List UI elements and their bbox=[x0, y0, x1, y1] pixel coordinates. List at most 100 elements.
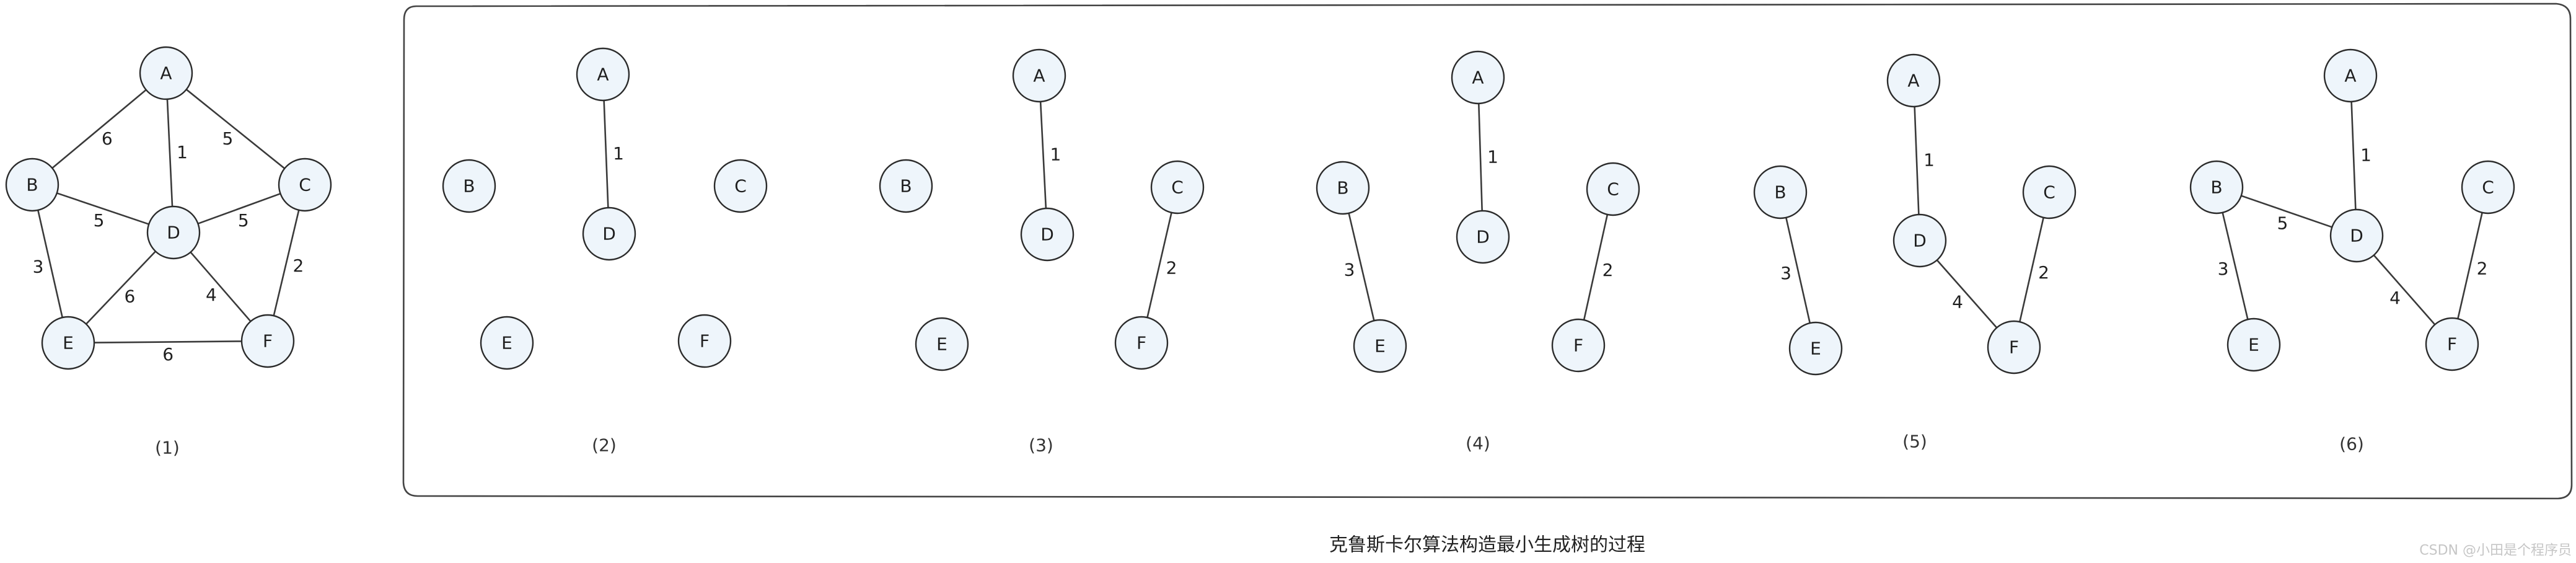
node-circle bbox=[240, 314, 295, 368]
edge-a-d: 1 bbox=[1478, 103, 1498, 211]
edge-weight: 4 bbox=[1952, 292, 1963, 313]
edge-weight: 2 bbox=[2038, 262, 2049, 283]
edge-c-f: 2 bbox=[273, 210, 304, 316]
node-circle bbox=[879, 159, 933, 213]
node-label: F bbox=[1136, 333, 1146, 353]
node-d: D bbox=[2329, 208, 2384, 263]
node-label: F bbox=[700, 331, 710, 352]
node-circle bbox=[1451, 50, 1505, 105]
node-circle bbox=[1353, 319, 1407, 373]
step-label: (5) bbox=[1902, 432, 1927, 452]
edge-weight: 1 bbox=[1487, 146, 1498, 167]
node-c: C bbox=[2461, 160, 2515, 215]
node-c: C bbox=[2022, 165, 2077, 219]
node-circle bbox=[2461, 160, 2515, 215]
edge-weight: 2 bbox=[293, 255, 304, 276]
edge-a-d: 1 bbox=[2350, 101, 2372, 210]
node-f: F bbox=[1114, 316, 1169, 370]
node-circle bbox=[2189, 160, 2244, 215]
node-label: A bbox=[1033, 66, 1045, 86]
edge-weight: 1 bbox=[2360, 145, 2372, 166]
node-label: B bbox=[2210, 177, 2222, 198]
node-label: D bbox=[1476, 227, 1490, 247]
node-label: B bbox=[1337, 178, 1348, 198]
edge-line bbox=[1348, 213, 1375, 321]
node-f: F bbox=[677, 314, 732, 368]
node-circle bbox=[5, 157, 59, 212]
edge-line bbox=[603, 100, 609, 208]
edge-weight: 5 bbox=[2277, 213, 2288, 233]
edge-a-d: 1 bbox=[603, 100, 624, 208]
node-f: F bbox=[1987, 320, 2041, 375]
edge-line bbox=[2350, 101, 2357, 210]
edge-weight: 5 bbox=[94, 210, 105, 231]
edge-c-f: 2 bbox=[2019, 217, 2049, 322]
node-a: A bbox=[1012, 48, 1066, 103]
node-e: E bbox=[480, 316, 534, 370]
node-e: E bbox=[2227, 317, 2281, 372]
edge-a-d: 1 bbox=[1039, 101, 1062, 209]
node-circle bbox=[2227, 317, 2281, 372]
step-label: (3) bbox=[1029, 435, 1053, 456]
node-circle bbox=[442, 159, 496, 213]
edge-line bbox=[166, 99, 174, 207]
node-circle bbox=[41, 316, 95, 370]
edge-weight: 6 bbox=[162, 344, 174, 365]
node-d: D bbox=[1892, 213, 1947, 268]
node-circle bbox=[1886, 53, 1941, 108]
node-d: D bbox=[582, 206, 636, 261]
node-a: A bbox=[139, 46, 193, 100]
edge-line bbox=[37, 210, 63, 318]
node-f: F bbox=[1551, 318, 1606, 373]
node-a: A bbox=[1886, 53, 1941, 108]
node-circle bbox=[1114, 316, 1169, 370]
node-label: C bbox=[734, 176, 747, 197]
node-circle bbox=[1020, 207, 1075, 262]
edge-b-e: 3 bbox=[2218, 212, 2249, 320]
node-a: A bbox=[2323, 48, 2378, 103]
node-circle bbox=[1788, 321, 1843, 376]
node-label: C bbox=[1171, 177, 1184, 198]
edge-line bbox=[1039, 101, 1047, 209]
node-e: E bbox=[915, 317, 969, 371]
edge-line bbox=[2241, 195, 2332, 228]
edge-b-e: 3 bbox=[1780, 217, 1811, 324]
edge-line bbox=[2019, 217, 2044, 322]
node-circle bbox=[1753, 165, 1808, 219]
edge-line bbox=[1146, 212, 1172, 318]
edge-line bbox=[51, 89, 147, 169]
node-circle bbox=[146, 205, 201, 260]
step-label: (6) bbox=[2339, 434, 2364, 454]
edge-weight: 3 bbox=[1344, 260, 1355, 280]
edge-line bbox=[94, 340, 242, 344]
node-label: E bbox=[936, 334, 947, 355]
edge-line bbox=[273, 210, 300, 316]
node-circle bbox=[1586, 162, 1640, 216]
edge-weight: 1 bbox=[1050, 144, 1062, 164]
edge-d-f: 4 bbox=[190, 251, 252, 322]
node-e: E bbox=[1353, 319, 1407, 373]
node-label: F bbox=[2447, 334, 2457, 355]
edge-line bbox=[86, 250, 156, 325]
step-label: (4) bbox=[1466, 433, 1490, 454]
node-label: D bbox=[167, 223, 180, 243]
node-label: E bbox=[63, 333, 74, 353]
node-label: A bbox=[597, 64, 609, 85]
edge-c-d: 5 bbox=[198, 193, 281, 231]
node-a: A bbox=[576, 47, 630, 102]
edge-weight: 1 bbox=[613, 143, 624, 164]
edge-d-f: 4 bbox=[1936, 259, 1998, 329]
node-circle bbox=[2323, 48, 2378, 103]
node-label: B bbox=[900, 176, 912, 197]
node-c: C bbox=[1150, 160, 1205, 215]
node-label: A bbox=[2344, 66, 2356, 86]
node-circle bbox=[278, 157, 332, 212]
node-b: B bbox=[2189, 160, 2244, 215]
node-circle bbox=[2425, 317, 2479, 371]
node-circle bbox=[1892, 213, 1947, 268]
node-label: A bbox=[1907, 71, 1919, 91]
